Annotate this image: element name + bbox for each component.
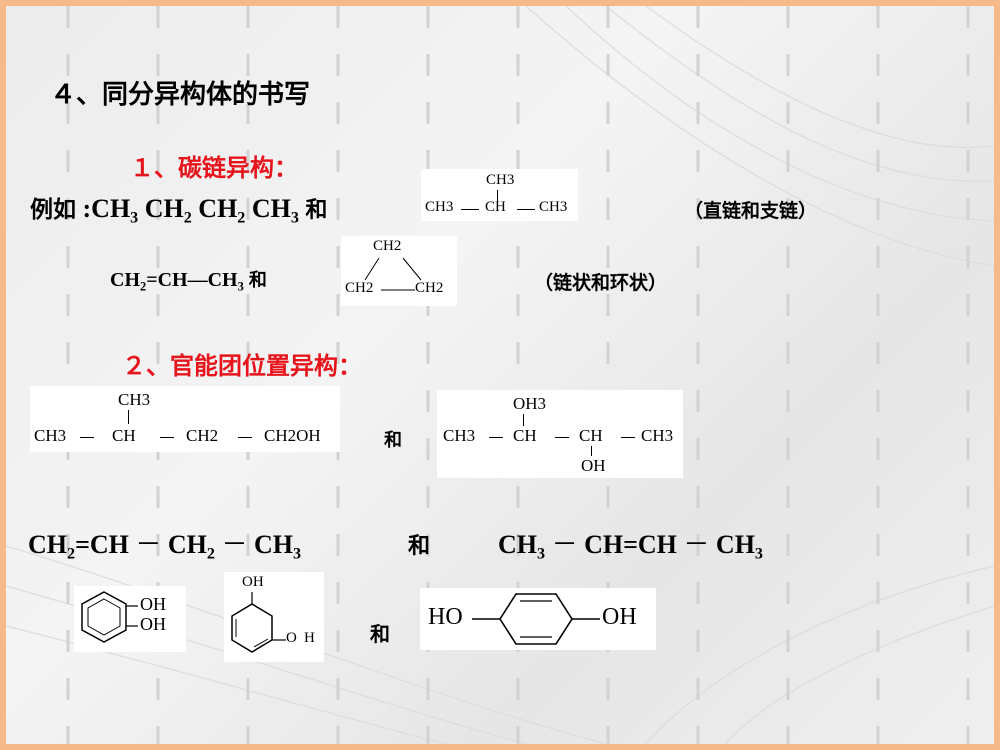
section-title-carbon-chain: １、碳链异构： xyxy=(130,154,298,182)
isobutane-structure: CH3 CH3 CH CH3 xyxy=(421,169,578,221)
example-row-1: 例如 :CH3 CH2 CH2 CH3 和 xyxy=(30,194,328,227)
example-row-2: CH2=CH—CH3 和 xyxy=(110,269,267,294)
cyclopropane-structure: CH2 CH2 CH2 xyxy=(341,236,457,306)
and-label-alcohols: 和 xyxy=(384,430,402,451)
and-label-alkenes: 和 xyxy=(408,534,431,559)
resorcinol-structure: OH O H xyxy=(224,572,324,662)
butene-2-formula: CH3 － CH=CH － CH3 xyxy=(498,530,763,563)
butene-1-formula: CH2=CH － CH2 － CH3 xyxy=(28,530,302,563)
page-title: ４、同分异构体的书写 xyxy=(50,80,311,110)
note-straight-branched: （直链和支链） xyxy=(684,200,818,222)
section-title-functional-position: ２、官能团位置异构： xyxy=(122,352,362,380)
hydroquinone-structure: HO OH xyxy=(420,588,656,650)
example-prefix: 例如 xyxy=(30,197,76,223)
note-chain-ring: （链状和环状） xyxy=(534,272,668,294)
and-label-phenols: 和 xyxy=(370,622,390,646)
slide: ４、同分异构体的书写 １、碳链异构： 例如 :CH3 CH2 CH2 CH3 和… xyxy=(6,6,994,744)
catechol-structure: OH OH xyxy=(74,586,186,652)
alcohol-structure-1: CH3 CH3 CH CH2 CH2OH xyxy=(30,386,340,452)
alcohol-structure-2: OH3 CH3 CH CH OH CH3 xyxy=(437,390,683,478)
and-label: 和 xyxy=(305,198,328,223)
